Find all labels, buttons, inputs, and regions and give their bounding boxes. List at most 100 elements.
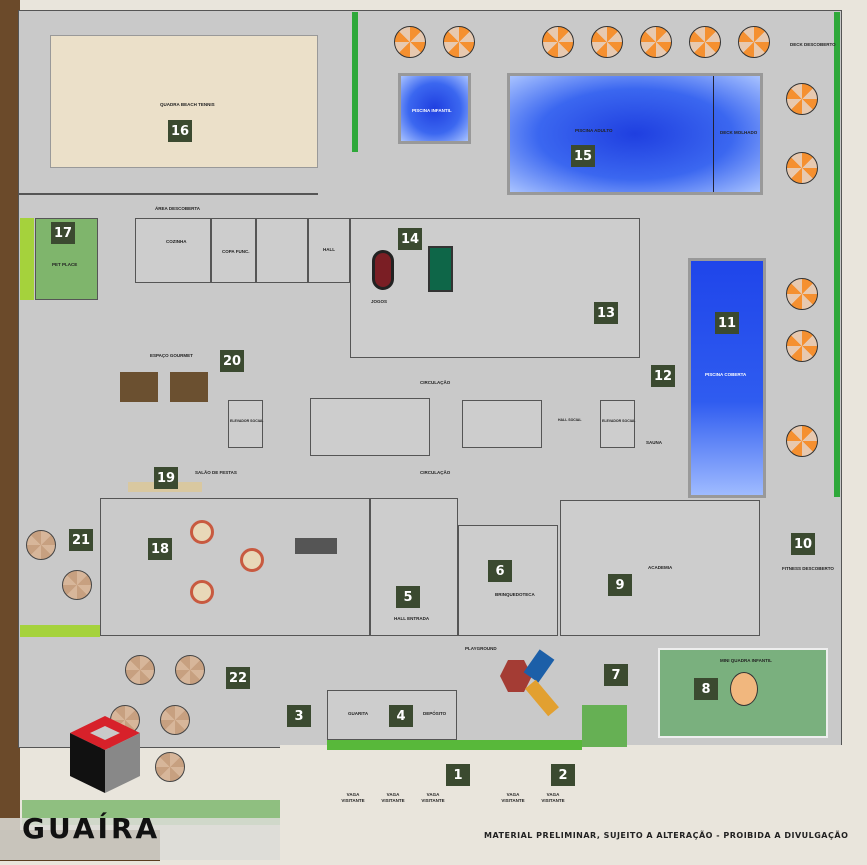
marker-19: 19 [154,467,178,489]
gym-label: ACADEMIA [648,565,673,570]
restroom [256,218,308,283]
parking-spot: VAGA VISITANTE [541,792,565,803]
umbrella-icon [786,330,818,362]
dining-table [120,372,158,402]
umbrella-icon [786,152,818,184]
umbrella-icon [786,83,818,115]
beach-label: QUADRA BEACH TENNIS [160,102,215,107]
party-hall [100,498,370,636]
brand-band [0,818,280,860]
kids-pool [398,73,471,144]
parking-spot: VAGA VISITANTE [381,792,405,803]
marker-7: 7 [604,664,628,686]
round-table [240,548,264,572]
service-elevator [462,400,542,448]
kitchen-label: COZINHA [166,239,187,244]
covered-pool [688,258,766,498]
hedge [834,12,840,497]
adult-pool [507,73,763,195]
covered-pool-label: PISCINA COBERTA [705,372,747,377]
marker-14: 14 [398,228,422,250]
umbrella-icon [394,26,426,58]
marker-18: 18 [148,538,172,560]
hedge [352,12,358,152]
umbrella-icon [640,26,672,58]
marker-20: 20 [220,350,244,372]
deck-divider [713,76,714,192]
umbrella-icon [738,26,770,58]
round-table [190,580,214,604]
umbrella-icon [542,26,574,58]
marker-12: 12 [651,365,675,387]
sauna-label: SAUNA [646,440,663,445]
games-label: JOGOS [371,299,388,304]
lawn [582,705,627,747]
parking-spot: VAGA VISITANTE [421,792,445,803]
open-area-label: ÁREA DESCOBERTA [155,206,201,211]
umbrella-icon [786,425,818,457]
round-table [190,520,214,544]
stair-core [310,398,430,456]
umbrella-icon [155,752,185,782]
dining-table [170,372,208,402]
marker-1: 1 [446,764,470,786]
toy-room-label: BRINQUEDOTECA [495,592,535,597]
umbrella-icon [786,278,818,310]
marker-8: 8 [694,678,718,700]
marker-3: 3 [287,705,311,727]
mini-court [658,648,828,738]
kids-pool-label: PISCINA INFANTIL [412,108,452,113]
marker-5: 5 [396,586,420,608]
game-table [372,250,394,290]
bottom-paper [280,745,842,865]
guard-label: GUARITA [348,711,369,716]
party-label: SALÃO DE FESTAS [195,470,237,475]
hall-label: HALL [323,247,335,252]
deck-label: DECK DESCOBERTO [790,42,836,47]
fitness-label: FITNESS DESCOBERTO [782,566,834,571]
court-label: MINI QUADRA INFANTIL [720,658,772,663]
umbrella-icon [62,570,92,600]
pet-label: PET PLACE [52,262,78,267]
circulation-label: CIRCULAÇÃO [420,470,451,475]
umbrella-icon [175,655,205,685]
marker-9: 9 [608,574,632,596]
brand-name: GUAÍRA [22,812,161,845]
lobby [370,498,458,636]
marker-10: 10 [791,533,815,555]
staff-room: COPA FUNC. [211,218,256,283]
hedge [327,740,582,750]
umbrella-icon [125,655,155,685]
sofa [295,538,337,554]
marker-16: 16 [168,120,192,142]
hall-room: HALL [308,218,350,283]
gourmet-label: ESPAÇO GOURMET [150,353,193,358]
marker-17: 17 [51,222,75,244]
staff-label: COPA FUNC. [222,249,250,254]
elevator-label: ELEVADOR SOCIAL [602,419,636,423]
umbrella-icon [591,26,623,58]
marker-22: 22 [226,667,250,689]
umbrella-icon [160,705,190,735]
pool-table [428,246,453,292]
marker-2: 2 [551,764,575,786]
marker-6: 6 [488,560,512,582]
games-room: JOGOS [350,218,640,358]
marker-4: 4 [389,705,413,727]
disclaimer: MATERIAL PRELIMINAR, SUJEITO A ALTERAÇÃO… [484,831,849,840]
umbrella-icon [689,26,721,58]
kitchen: COZINHA [135,218,211,283]
elevator: ELEVADOR SOCIAL [600,400,635,448]
pet-hedge [20,218,34,300]
parking-spot: VAGA VISITANTE [341,792,365,803]
playground-label: PLAYGROUND [465,646,497,651]
marker-13: 13 [594,302,618,324]
wall [18,193,318,195]
adult-pool-label: PISCINA ADULTO [575,128,613,133]
gym [560,500,760,636]
beach-tennis-court [50,35,318,168]
elevator: ELEVADOR SOCIAL [228,400,263,448]
marker-15: 15 [571,145,595,167]
marker-21: 21 [69,529,93,551]
circulation-label: CIRCULAÇÃO [420,380,451,385]
